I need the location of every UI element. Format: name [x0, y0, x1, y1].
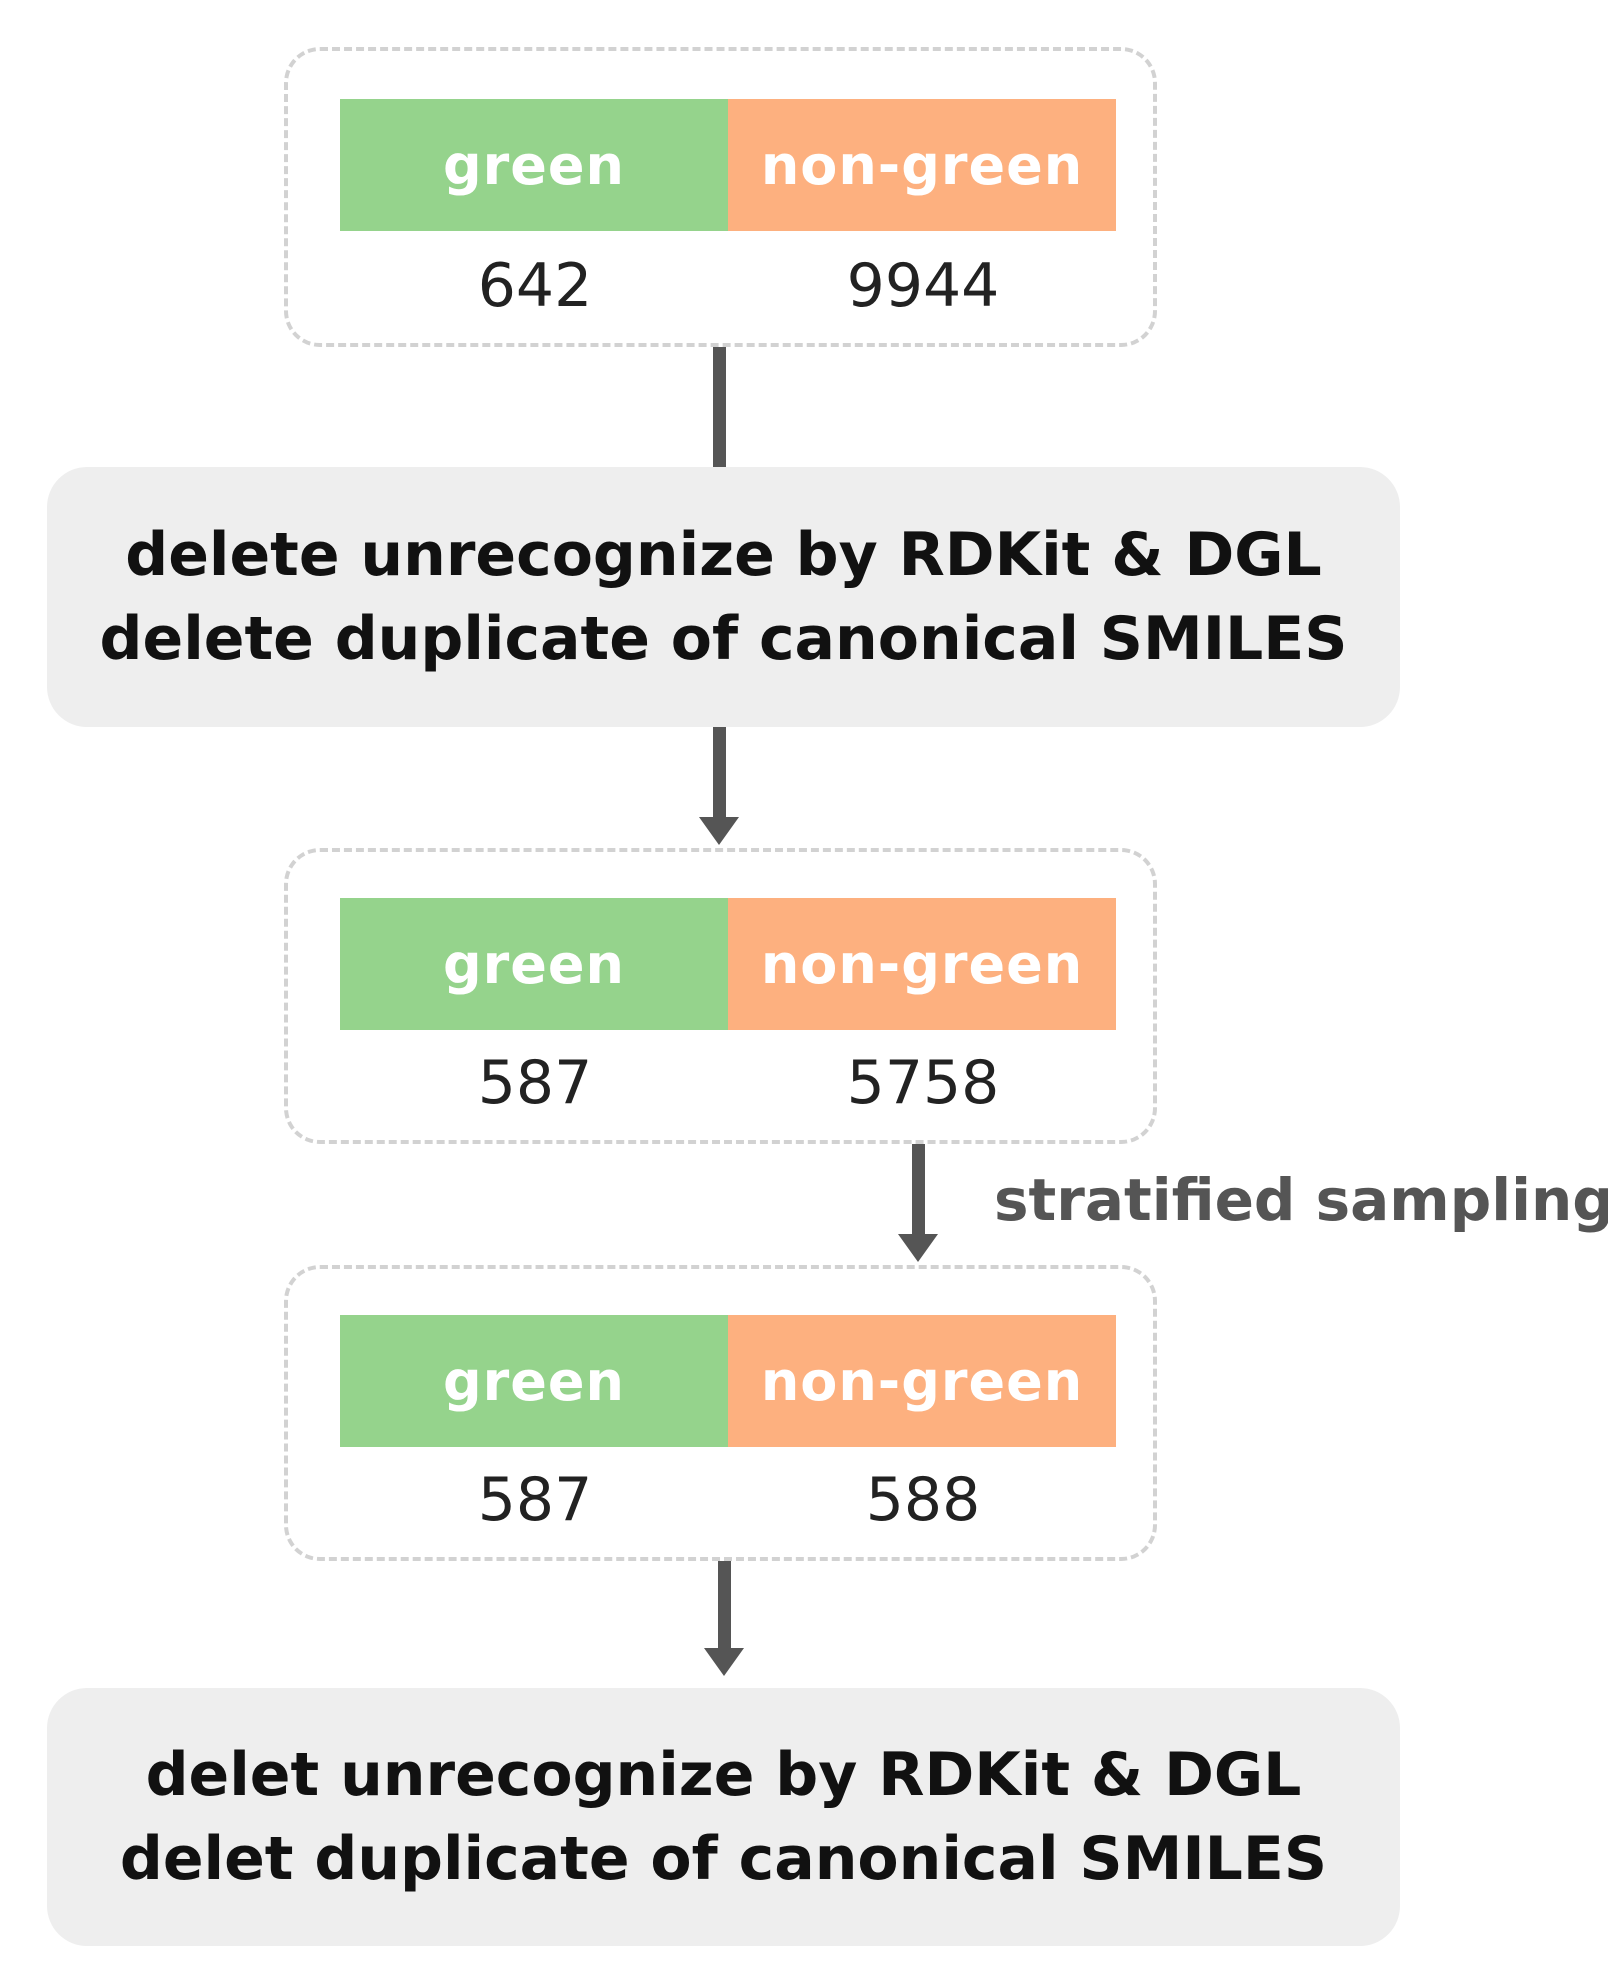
connector-line — [713, 347, 726, 467]
process-line-1: delet unrecognize by RDKit & DGL — [145, 1740, 1302, 1810]
process-line-2: delet duplicate of canonical SMILES — [119, 1824, 1328, 1894]
nongreen-segment: non-green — [728, 1315, 1116, 1447]
arrow-down-icon — [699, 817, 739, 845]
nongreen-count: 5758 — [846, 1048, 1000, 1118]
dataset-box-sampled: green non-green 587 588 — [284, 1265, 1157, 1561]
arrow-down-icon — [898, 1234, 938, 1262]
nongreen-count: 9944 — [846, 251, 1000, 321]
nongreen-segment: non-green — [728, 898, 1116, 1030]
green-count: 587 — [477, 1465, 593, 1535]
arrow-down-icon — [704, 1648, 744, 1676]
nongreen-segment: non-green — [728, 99, 1116, 231]
green-segment: green — [340, 99, 728, 231]
dataset-box-filtered: green non-green 587 5758 — [284, 848, 1157, 1144]
green-segment: green — [340, 898, 728, 1030]
arrow-line — [912, 1144, 925, 1238]
process-line-2: delete duplicate of canonical SMILES — [99, 604, 1348, 674]
green-count: 587 — [477, 1048, 593, 1118]
green-segment: green — [340, 1315, 728, 1447]
arrow-line — [713, 727, 726, 821]
arrow-line — [718, 1561, 731, 1651]
green-count: 642 — [477, 251, 593, 321]
process-line-1: delete unrecognize by RDKit & DGL — [125, 520, 1322, 590]
process-box-filter-2: delet unrecognize by RDKit & DGL delet d… — [47, 1688, 1400, 1946]
dataset-box-initial: green non-green 642 9944 — [284, 47, 1157, 347]
nongreen-count: 588 — [865, 1465, 981, 1535]
sampling-label: stratified sampling — [994, 1166, 1608, 1234]
process-box-filter-1: delete unrecognize by RDKit & DGL delete… — [47, 467, 1400, 727]
